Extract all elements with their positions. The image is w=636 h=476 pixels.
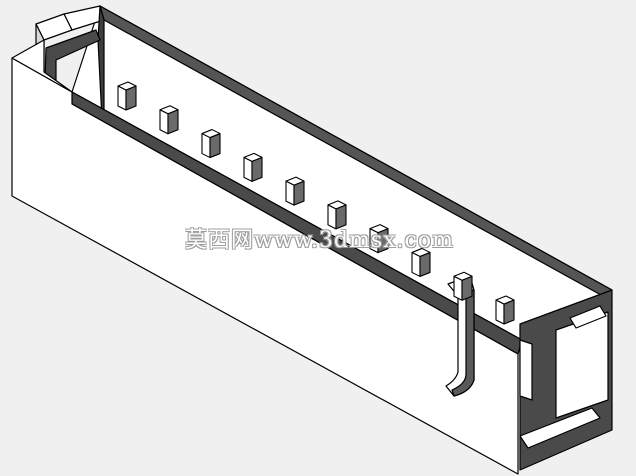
right-bent-lead-shadow — [451, 289, 475, 397]
connector-pin — [243, 152, 263, 182]
housing-left-end — [11, 39, 73, 93]
right-end-face — [555, 311, 609, 419]
right-bottom-tab — [519, 407, 601, 449]
connector-pin — [453, 271, 473, 301]
connector-pin — [201, 129, 221, 159]
connector-pin — [369, 224, 389, 254]
connector-pin — [285, 176, 305, 206]
connector-pin — [117, 81, 137, 111]
connector-pin — [411, 247, 431, 277]
connector-pin — [159, 105, 179, 135]
connector-pin — [495, 295, 515, 325]
right-front-slot — [519, 339, 533, 401]
watermark-text: 莫西网www.3dmsx.com — [185, 228, 454, 253]
connector-pin — [327, 200, 347, 230]
right-latch-top — [569, 305, 607, 329]
